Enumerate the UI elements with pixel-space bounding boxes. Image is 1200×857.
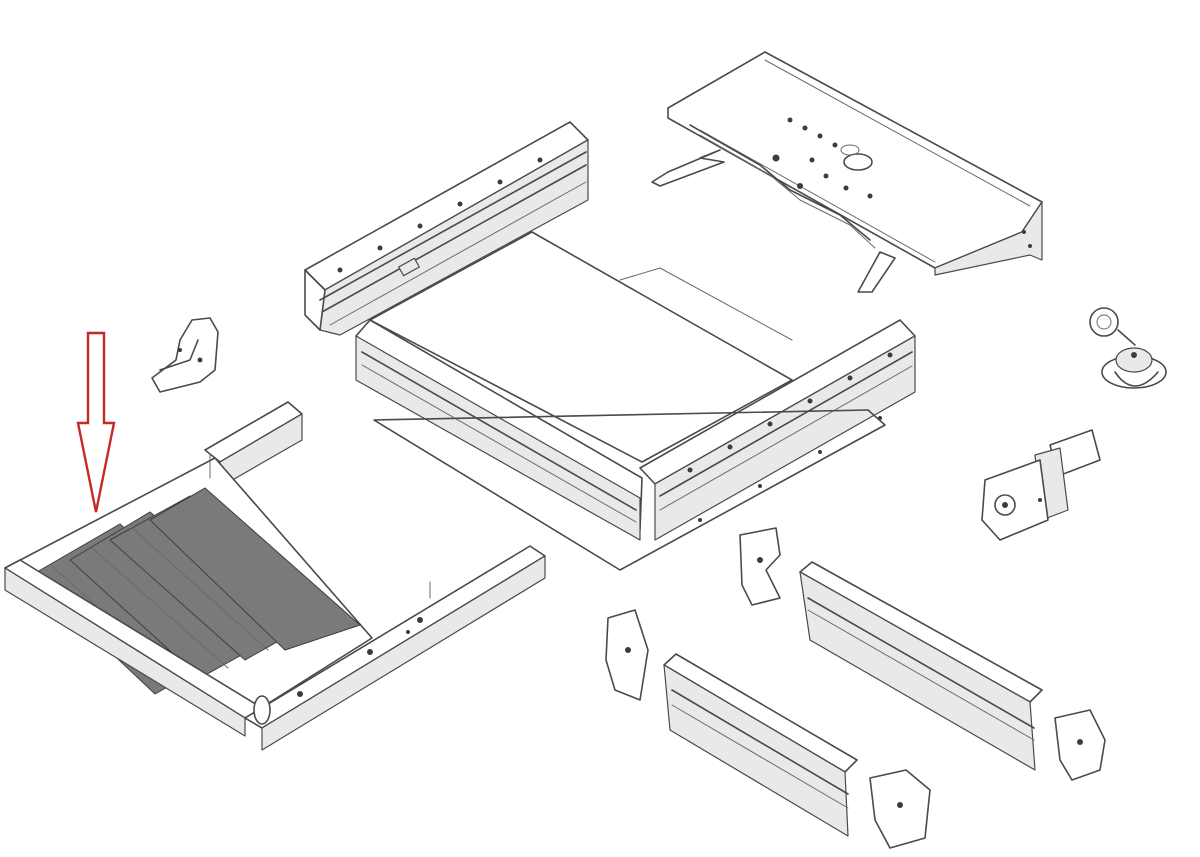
slide-rail-short — [663, 653, 858, 837]
upper-side-rail — [304, 121, 589, 336]
step-platform — [4, 401, 546, 751]
end-bracket-4 — [869, 769, 931, 849]
gear-motor-top — [1089, 307, 1167, 389]
mounting-plate — [651, 51, 1043, 293]
slide-rail-long — [799, 561, 1043, 771]
end-bracket-1 — [739, 527, 781, 606]
drive-motor — [981, 429, 1101, 541]
hinge-bracket — [151, 317, 219, 393]
end-bracket-3 — [605, 609, 649, 701]
step-housing — [355, 231, 916, 571]
down-arrow-icon — [76, 331, 116, 513]
end-bracket-2 — [1054, 709, 1106, 781]
